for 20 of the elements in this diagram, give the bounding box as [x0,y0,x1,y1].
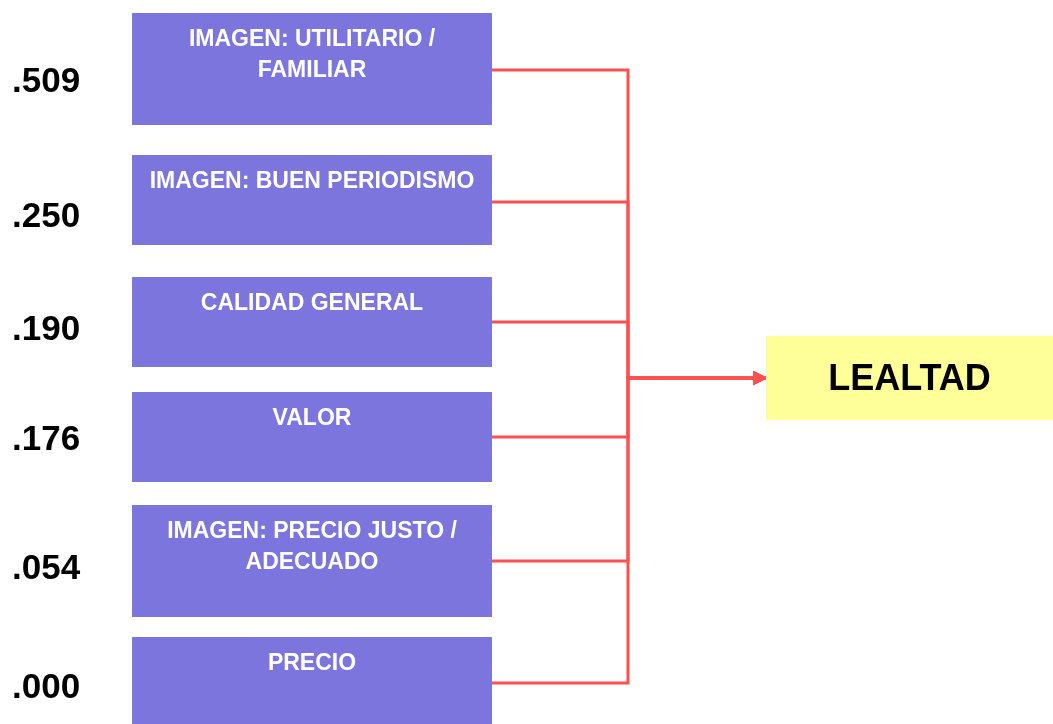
coefficient-label: .509 [12,60,81,100]
factor-box [132,155,492,245]
coefficient-label: .000 [12,666,81,706]
coefficient-label: .176 [12,418,81,458]
target-box [766,336,1053,420]
factor-box [132,637,492,724]
factor-box [132,392,492,482]
box-label: PRECIO [267,649,357,675]
box-label: IMAGEN: UTILITARIO / FAMILIAR [188,25,436,82]
box-label: IMAGEN: PRECIO JUSTO / ADECUADO [167,517,457,574]
coefficient-label: .250 [12,195,81,235]
box-label: CALIDAD GENERAL [200,289,424,315]
factor-box [132,277,492,367]
box-label: IMAGEN: BUEN PERIODISMO [149,167,475,193]
coefficient-label: .054 [12,547,81,587]
box-label: LEALTAD [828,357,991,399]
coefficient-label: .190 [12,308,81,348]
box-label: VALOR [272,404,352,430]
factor-box [132,505,492,617]
factor-box [132,13,492,125]
